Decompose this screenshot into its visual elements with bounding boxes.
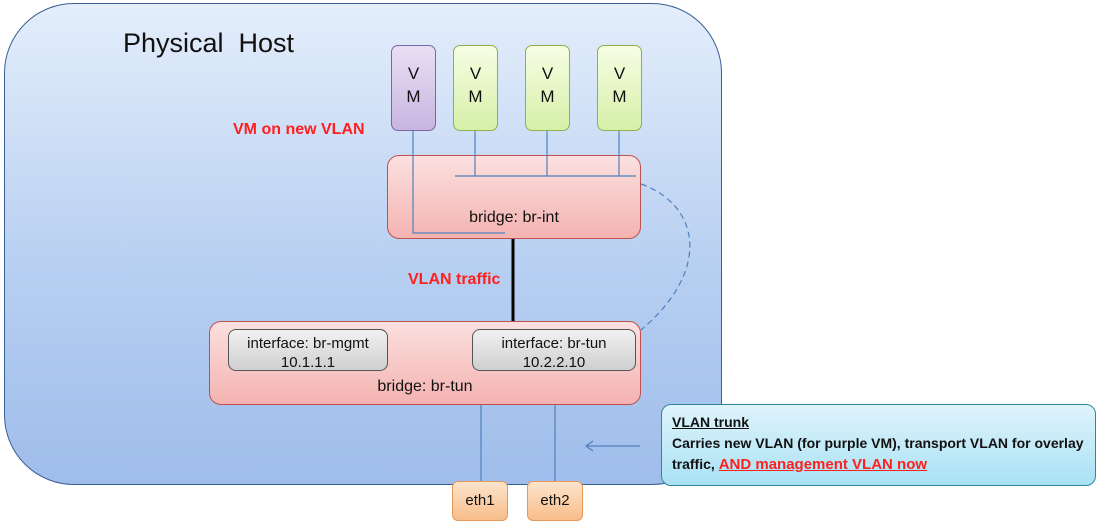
vm-green-3[interactable]: V M [597,45,642,131]
bridge-br-tun-label: bridge: br-tun [377,378,473,395]
callout-body: Carries new VLAN (for purple VM), transp… [672,435,1084,472]
overlay-dashed-link [640,183,691,331]
vm-green-2[interactable]: V M [525,45,570,131]
vm-green-1[interactable]: V M [453,45,498,131]
callout-title: VLAN trunk [672,414,749,430]
vm-label-line2: M [540,87,555,106]
vm-label-line2: M [468,87,483,106]
vm-label-line1: V [541,64,554,83]
vm-label-line1: V [613,64,626,83]
callout-arrow-head [584,440,594,452]
eth1-port[interactable]: eth1 [452,481,508,521]
vlan-trunk-callout: VLAN trunk Carries new VLAN (for purple … [661,404,1096,486]
purple-vm-link [412,131,505,234]
interface-br-tun-ip: 10.2.2.10 [522,354,586,371]
vm-purple[interactable]: V M [391,45,436,131]
interface-br-mgmt[interactable]: interface: br-mgmt 10.1.1.1 [228,329,388,371]
interface-br-mgmt-name: interface: br-mgmt [247,335,369,352]
vm-label-line2: M [612,87,627,106]
vm-new-vlan-label: VM on new VLAN [233,121,365,138]
vm-label-line1: V [469,64,482,83]
callout-highlight: AND management VLAN now [718,456,928,473]
host-title: Physical Host [123,28,295,58]
interface-br-mgmt-ip: 10.1.1.1 [280,354,336,371]
eth2-port[interactable]: eth2 [527,481,583,521]
vm-label-line1: V [407,64,420,83]
vm-label-line2: M [406,87,421,106]
vlan-traffic-label: VLAN traffic [408,271,501,288]
interface-br-tun[interactable]: interface: br-tun 10.2.2.10 [472,329,636,371]
interface-br-tun-name: interface: br-tun [501,335,607,352]
bridge-br-int[interactable]: bridge: br-int [387,155,641,239]
bridge-br-int-label: bridge: br-int [469,209,559,226]
